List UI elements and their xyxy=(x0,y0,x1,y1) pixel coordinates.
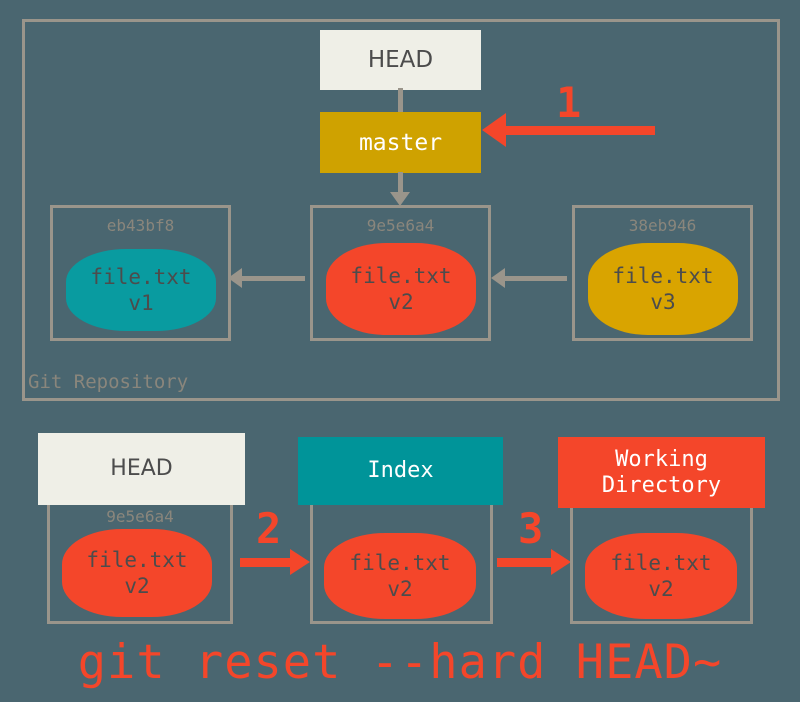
stage-blob-index: file.txt v2 xyxy=(324,533,476,619)
step3-arrow-shaft xyxy=(497,558,553,567)
stage-frame-index xyxy=(310,500,493,624)
stage-title-head: HEAD xyxy=(110,456,173,481)
stage-frame-head xyxy=(47,500,233,624)
blob-filename: file.txt xyxy=(90,265,192,289)
command-caption: git reset --hard HEAD~ xyxy=(77,635,723,690)
commit-sha-eb43bf8: eb43bf8 xyxy=(106,216,175,235)
blob-filename: file.txt xyxy=(349,551,451,575)
step3-arrowhead-icon xyxy=(551,549,571,575)
commit-sha-38eb946: 38eb946 xyxy=(628,216,697,235)
blob-filename: file.txt xyxy=(350,264,452,288)
blob-version: v2 xyxy=(124,574,150,598)
blob-version: v3 xyxy=(650,290,676,314)
stage-blob-working-directory: file.txt v2 xyxy=(585,533,737,619)
head-to-master-connector xyxy=(398,88,403,114)
git-repository-frame xyxy=(22,19,780,401)
stage-frame-working-directory xyxy=(570,500,753,624)
commit-blob-v1: file.txt v1 xyxy=(66,249,216,331)
master-to-commit-connector xyxy=(398,172,403,194)
master-branch-box: master xyxy=(320,112,481,173)
blob-filename: file.txt xyxy=(612,264,714,288)
blob-version: v2 xyxy=(387,577,413,601)
step2-arrowhead-icon xyxy=(290,549,310,575)
git-repository-label: Git Repository xyxy=(28,371,189,393)
blob-filename: file.txt xyxy=(610,551,712,575)
master-branch-label: master xyxy=(358,129,443,156)
stage-title-working-directory-line1: Working xyxy=(615,446,708,472)
parent-link-shaft-3to2 xyxy=(505,276,567,281)
commit-box-9e5e6a4 xyxy=(310,205,491,341)
step-number-2: 2 xyxy=(256,504,282,553)
step1-arrowhead-icon xyxy=(482,113,506,147)
commit-box-38eb946 xyxy=(572,205,753,341)
parent-link-shaft-2to1 xyxy=(242,276,305,281)
master-to-commit-arrowhead-icon xyxy=(390,192,410,206)
head-pointer-box: HEAD xyxy=(320,30,481,90)
blob-version: v1 xyxy=(128,291,154,315)
stage-header-working-directory: Working Directory xyxy=(558,437,765,508)
stage-blob-head: file.txt v2 xyxy=(62,529,212,617)
commit-blob-v2: file.txt v2 xyxy=(326,243,476,335)
step2-arrow-shaft xyxy=(240,558,292,567)
step1-arrow-shaft xyxy=(505,126,655,135)
commit-sha-9e5e6a4: 9e5e6a4 xyxy=(366,216,435,235)
parent-link-arrowhead-icon-3to2 xyxy=(491,268,505,288)
blob-filename: file.txt xyxy=(86,548,188,572)
stage-title-working-directory-line2: Directory xyxy=(601,472,722,498)
stage-sha-head: 9e5e6a4 xyxy=(106,507,174,526)
commit-blob-v3: file.txt v3 xyxy=(588,243,738,335)
stage-header-head: HEAD xyxy=(38,433,245,505)
parent-link-arrowhead-icon-2to1 xyxy=(228,268,242,288)
step-number-3: 3 xyxy=(518,504,544,553)
step-number-1: 1 xyxy=(556,78,582,127)
blob-version: v2 xyxy=(648,577,674,601)
stage-header-index: Index xyxy=(298,437,503,505)
stage-title-index: Index xyxy=(367,458,434,483)
blob-version: v2 xyxy=(388,290,414,314)
head-pointer-label: HEAD xyxy=(367,47,434,73)
